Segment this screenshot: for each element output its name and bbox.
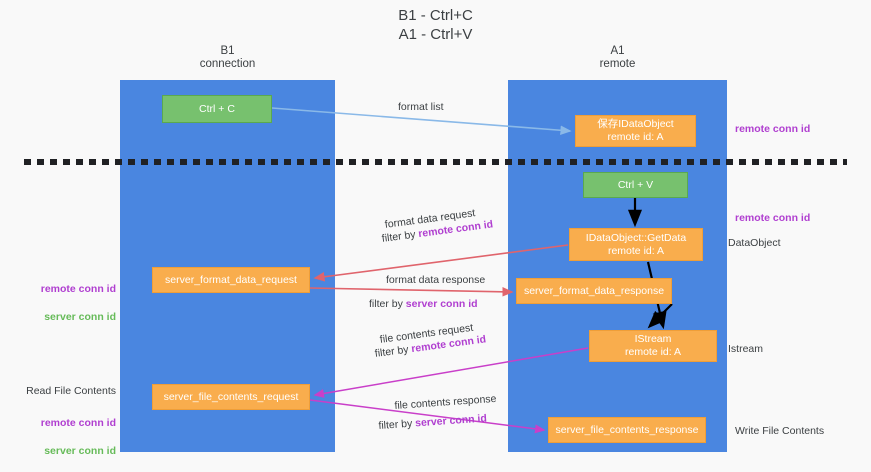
edge-label-format-list: format list	[398, 101, 444, 113]
filter-value-server-conn-id: server conn id	[414, 412, 488, 430]
box-idataobject-getdata[interactable]: IDataObject::GetData remote id: A	[569, 228, 703, 261]
filter-prefix: filter by	[374, 343, 413, 360]
filter-value-server-conn-id: server conn id	[405, 298, 478, 310]
label-remote-conn-id-top: remote conn id	[735, 123, 811, 135]
edge-label-format-data-response: format data response	[386, 274, 486, 286]
label-remote-conn-id: remote conn id	[40, 283, 116, 295]
page-title: B1 - Ctrl+C A1 - Ctrl+V	[398, 7, 473, 43]
label-left-conn-ids-top: remote conn id server conn id	[20, 268, 116, 338]
box-ctrl-c[interactable]: Ctrl + C	[162, 95, 272, 123]
label-server-conn-id: server conn id	[44, 311, 116, 323]
filter-prefix: filter by	[378, 417, 416, 432]
label-istream: Istream	[728, 343, 764, 355]
lane-title-b1: B1 connection	[199, 45, 256, 70]
lane-title-a1: A1 remote	[599, 45, 636, 70]
edge-label-file-contents-response: file contents response	[394, 392, 497, 412]
box-server-format-data-response[interactable]: server_format_data_response	[516, 278, 672, 304]
edge-format-data-response	[309, 287, 514, 297]
label-read-file-contents: Read File Contents	[26, 385, 116, 397]
label-write-file-contents: Write File Contents	[735, 425, 825, 437]
label-server-conn-id: server conn id	[44, 445, 116, 457]
edge-label-format-data-response-filter: filter by server conn id	[369, 297, 478, 311]
label-remote-conn-id: remote conn id	[40, 417, 116, 429]
filter-prefix: filter by	[381, 228, 420, 245]
label-remote-conn-id-mid: remote conn id	[735, 212, 811, 224]
label-dataobject: DataObject	[728, 237, 781, 249]
box-ctrl-v[interactable]: Ctrl + V	[583, 172, 688, 198]
box-save-idataobject[interactable]: 保存IDataObject remote id: A	[575, 115, 696, 147]
box-istream[interactable]: IStream remote id: A	[589, 330, 717, 362]
label-left-conn-ids-bottom: remote conn id server conn id	[14, 402, 116, 472]
filter-prefix: filter by	[369, 298, 406, 310]
box-server-format-data-request[interactable]: server_format_data_request	[152, 267, 310, 293]
edge-label-file-contents-response-filter: filter by server conn id	[378, 411, 487, 433]
box-server-file-contents-request[interactable]: server_file_contents_request	[152, 384, 310, 410]
box-server-file-contents-response[interactable]: server_file_contents_response	[548, 417, 706, 443]
